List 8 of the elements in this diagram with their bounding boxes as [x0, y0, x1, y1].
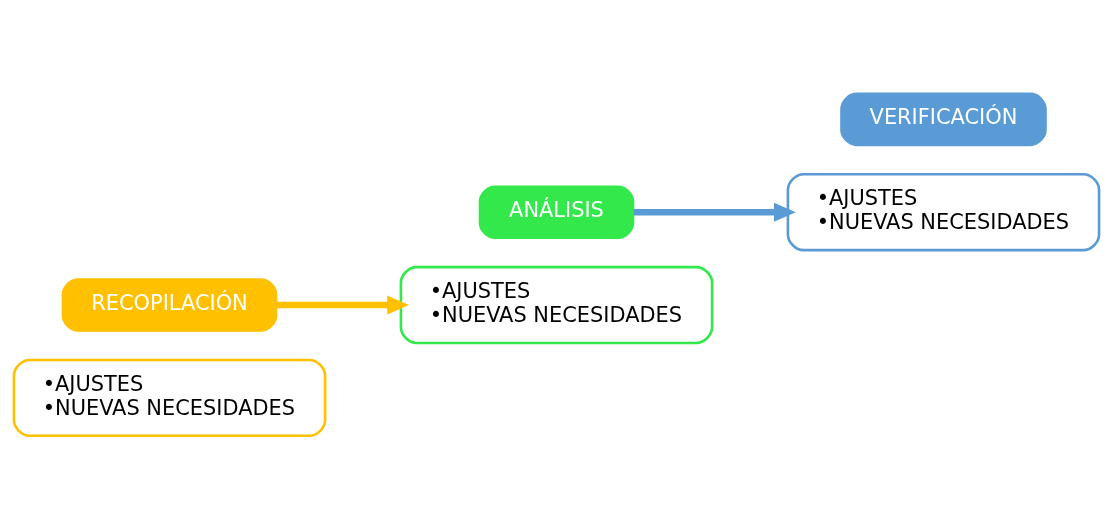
node-box: RECOPILACIÓN	[61, 277, 278, 332]
node-box: VERIFICACIÓN	[840, 92, 1047, 146]
arrow	[276, 294, 410, 315]
node-box: •AJUSTES •NUEVAS NECESIDADES	[786, 172, 1101, 251]
node-box: ANÁLISIS	[478, 184, 635, 239]
arrow	[633, 202, 796, 222]
node-box: •AJUSTES •NUEVAS NECESIDADES	[12, 358, 327, 437]
node-box: •AJUSTES •NUEVAS NECESIDADES	[399, 265, 714, 344]
